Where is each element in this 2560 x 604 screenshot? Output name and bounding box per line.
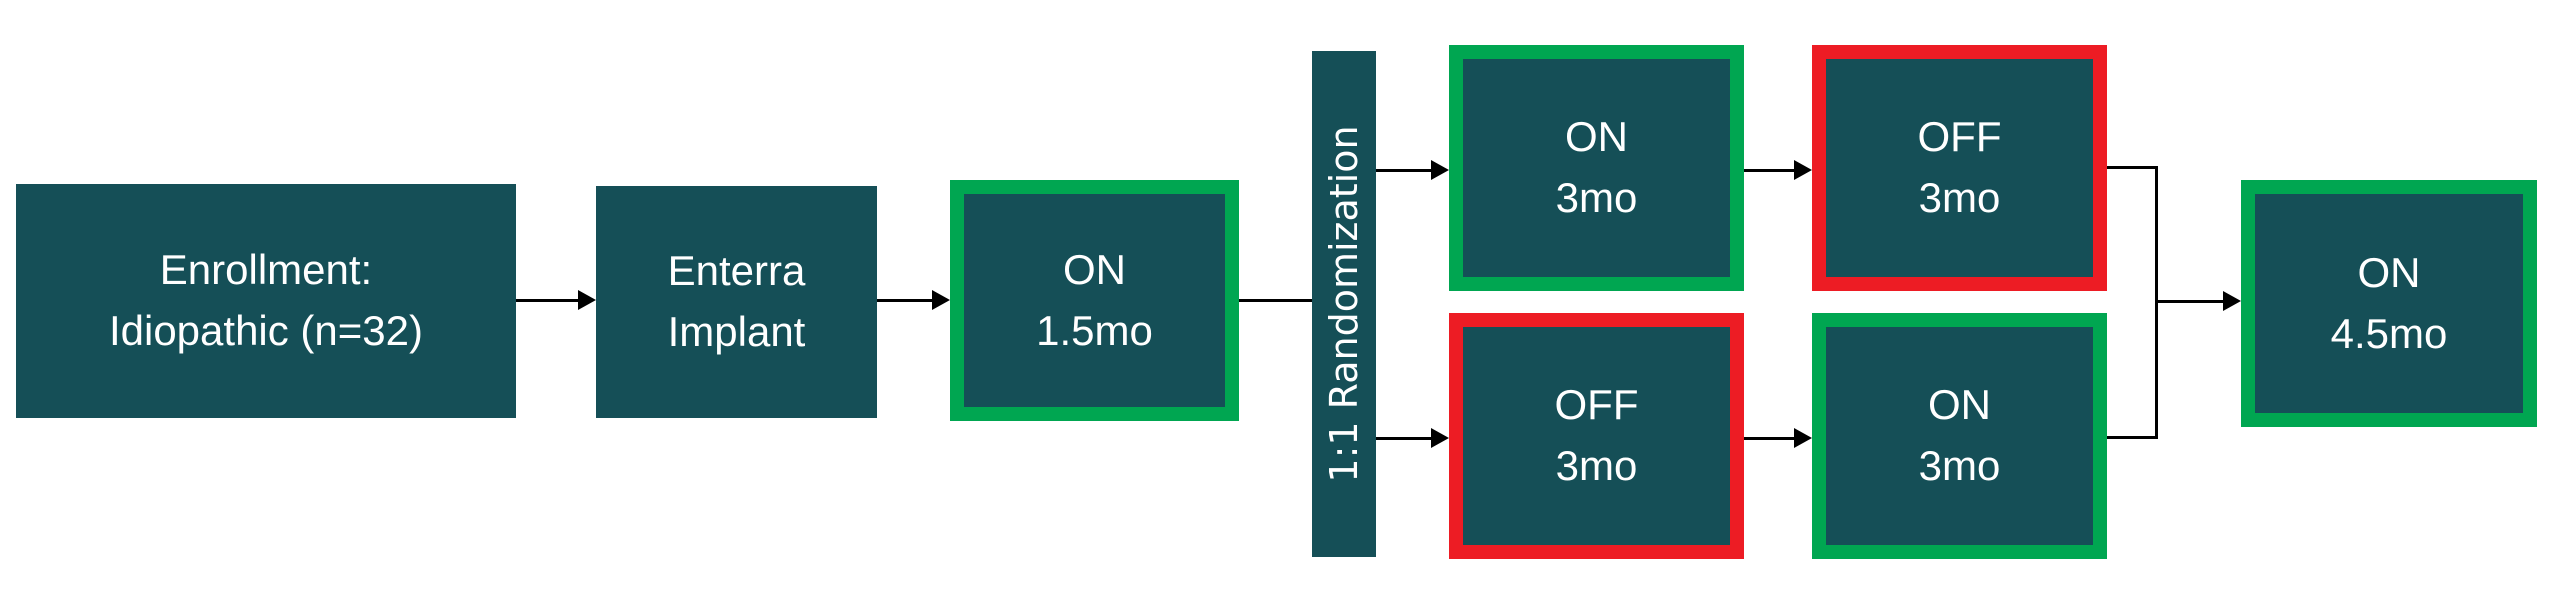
implant-label: Enterra [667, 247, 806, 295]
connector [877, 299, 932, 302]
connector [516, 299, 578, 302]
phase-state: OFF [1917, 113, 2002, 161]
phase-duration: 3mo [1918, 174, 2001, 221]
enrollment-population: Idiopathic (n=32) [108, 307, 424, 354]
connector [1376, 169, 1431, 172]
phase-state: ON [1565, 113, 1628, 161]
arrow-icon [1794, 428, 1812, 448]
arm-b-phase-1-box: OFF 3mo [1449, 313, 1744, 559]
phase-duration: 1.5mo [1036, 306, 1153, 354]
phase-duration: 4.5mo [2330, 309, 2448, 357]
phase-duration: 3mo [1918, 442, 2001, 489]
phase-state: ON [1063, 245, 1126, 293]
arrow-icon [932, 290, 950, 310]
connector [1239, 299, 1312, 302]
phase-duration: 3mo [1555, 442, 1638, 489]
randomization-bar: 1:1 Randomization [1312, 51, 1376, 557]
enrollment-box: Enrollment: Idiopathic (n=32) [16, 184, 516, 418]
connector [2107, 436, 2157, 439]
connector [2107, 166, 2157, 169]
arm-a-phase-2-box: OFF 3mo [1812, 45, 2107, 291]
arm-b-phase-2-box: ON 3mo [1812, 313, 2107, 559]
implant-label-2: Implant [667, 308, 806, 355]
connector [1376, 437, 1431, 440]
implant-box: Enterra Implant [596, 186, 877, 418]
arrow-icon [1431, 160, 1449, 180]
phase-state: ON [2357, 248, 2421, 296]
arm-a-phase-1-box: ON 3mo [1449, 45, 1744, 291]
initial-on-phase-box: ON 1.5mo [950, 180, 1239, 421]
connector [1744, 437, 1794, 440]
arrow-icon [1794, 160, 1812, 180]
arrow-icon [1431, 428, 1449, 448]
connector [1744, 169, 1794, 172]
phase-state: ON [1928, 381, 1991, 429]
final-on-phase-box: ON 4.5mo [2241, 180, 2537, 427]
phase-state: OFF [1554, 381, 1639, 429]
randomization-label: 1:1 Randomization [1322, 125, 1366, 483]
connector [2157, 300, 2223, 303]
merge-connector [2155, 166, 2158, 439]
arrow-icon [2223, 291, 2241, 311]
enrollment-label: Enrollment: [159, 246, 373, 294]
phase-duration: 3mo [1555, 174, 1638, 221]
arrow-icon [578, 290, 596, 310]
